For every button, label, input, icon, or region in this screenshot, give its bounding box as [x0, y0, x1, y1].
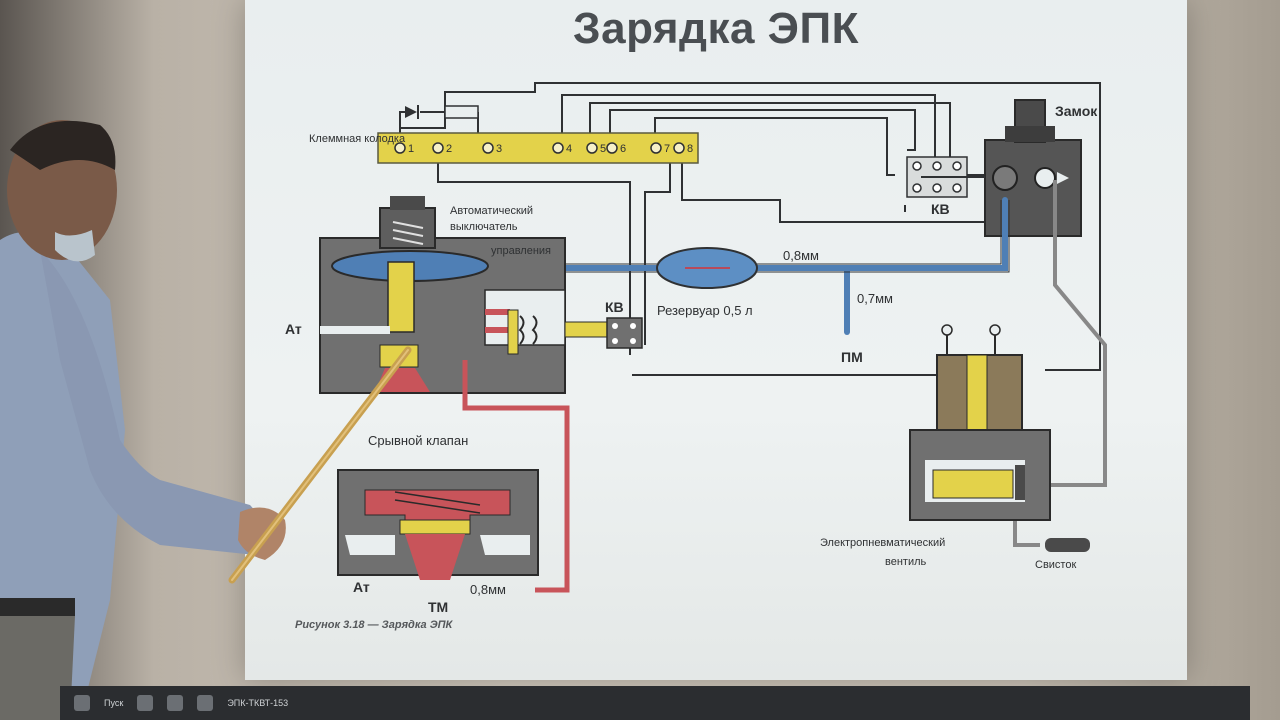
whistle-label: Свисток — [1035, 559, 1076, 571]
auto-switch-body — [319, 196, 643, 394]
epv-label-line2: вентиль — [885, 556, 927, 568]
brake-pipeline — [462, 360, 570, 593]
lecturer — [0, 120, 286, 720]
kv-mid-label: КВ — [605, 299, 624, 315]
taskbar-item-presentation[interactable]: ЭПК-ТКВТ-153 — [227, 698, 289, 708]
terminal-block-label: Клеммная колодка — [309, 133, 406, 145]
terminal-7-label: 7 — [664, 143, 670, 155]
terminal-7 — [650, 142, 662, 154]
terminal-4-label: 4 — [566, 143, 572, 155]
breakdown-valve — [337, 469, 539, 580]
diode-icon — [405, 105, 419, 119]
orifice-08-bottom-label: 0,8мм — [470, 582, 506, 597]
windows-taskbar: Пуск ЭПК-ТКВТ-153 — [60, 686, 1250, 720]
whistle-icon — [1045, 538, 1090, 552]
reservoir-label: Резервуар 0,5 л — [657, 303, 753, 318]
terminal-block: 1 2 3 4 5 6 7 8 — [377, 132, 699, 164]
terminal-8-label: 8 — [687, 143, 693, 155]
tm-label: ТМ — [428, 599, 448, 615]
terminal-8 — [673, 142, 685, 154]
terminal-3-label: 3 — [496, 143, 502, 155]
projector-screen: Зарядка ЭПК — [245, 0, 1187, 680]
kv-top-label: КВ — [931, 201, 950, 217]
browser-icon[interactable] — [137, 695, 154, 711]
auto-switch-label-line2: выключатель — [450, 221, 518, 233]
terminal-1 — [394, 142, 406, 154]
lock-label: Замок — [1055, 103, 1098, 119]
terminal-4 — [552, 142, 564, 154]
orifice-07-label: 0,7мм — [857, 291, 893, 306]
electropneumatic-valve — [909, 324, 1051, 521]
terminal-5-label: 5 — [600, 143, 606, 155]
auto-switch-label-line3: управления — [491, 245, 551, 257]
epv-label-line1: Электропневматический — [820, 537, 945, 549]
kv-contacts-top — [906, 156, 985, 198]
presentation-icon[interactable] — [197, 695, 214, 711]
am-bottom-label: Ат — [353, 579, 370, 595]
resistor-icon — [444, 105, 479, 119]
terminal-2 — [432, 142, 444, 154]
terminal-6 — [606, 142, 618, 154]
terminal-1-label: 1 — [408, 143, 414, 155]
terminal-2-label: 2 — [446, 143, 452, 155]
pm-label: ПМ — [841, 349, 863, 365]
breakdown-valve-label: Срывной клапан — [368, 433, 468, 448]
terminal-5 — [586, 142, 598, 154]
slide-title: Зарядка ЭПК — [573, 4, 859, 53]
folder-icon[interactable] — [167, 695, 184, 711]
orifice-08-top-label: 0,8мм — [783, 248, 819, 263]
start-icon[interactable] — [74, 695, 90, 711]
terminal-3 — [482, 142, 494, 154]
am-left-label: Ат — [285, 321, 302, 337]
terminal-6-label: 6 — [620, 143, 626, 155]
figure-caption: Рисунок 3.18 — Зарядка ЭПК — [295, 619, 454, 631]
taskbar-item-start[interactable]: Пуск — [104, 698, 124, 708]
auto-switch-label-line1: Автоматический — [450, 205, 533, 217]
lock-assembly — [984, 99, 1082, 237]
epk-charging-diagram: 1 2 3 4 5 6 7 8 Клеммная колодка Замок — [285, 82, 1107, 631]
